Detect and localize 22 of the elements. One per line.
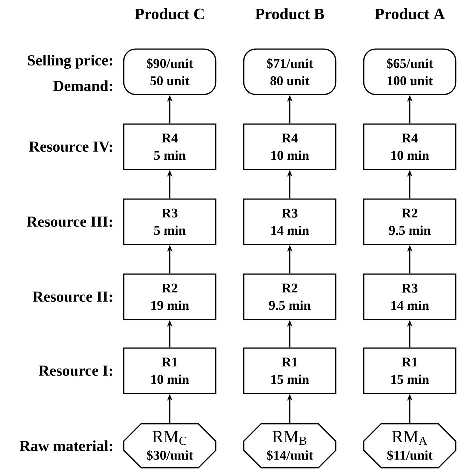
- resource-box: R4 10 min: [363, 124, 457, 170]
- resource-box: R2 9.5 min: [363, 198, 457, 246]
- column-heading: Product A: [375, 8, 446, 20]
- raw-material-hexagon: RM$_{C}$ $30/unit: [123, 423, 217, 469]
- raw-material-hexagon: RM$_{B}$ $14/unit: [243, 423, 337, 469]
- row-label: Demand:: [54, 80, 112, 92]
- demand-box: $90/unit 50 unit: [123, 48, 217, 96]
- column-heading: Product C: [135, 8, 204, 20]
- demand-box: $71/unit 80 unit: [243, 48, 337, 96]
- raw-material-hexagon: RM$_{A}$ $11/unit: [363, 423, 457, 469]
- resource-box: R3 14 min: [243, 198, 337, 246]
- resource-box: R4 10 min: [243, 124, 337, 170]
- resource-box: R3 5 min: [123, 198, 217, 246]
- resource-box: R1 10 min: [123, 348, 217, 394]
- resource-box: R3 14 min: [363, 274, 457, 320]
- resource-box: R1 15 min: [363, 348, 457, 394]
- resource-box: R1 15 min: [243, 348, 337, 394]
- column-heading: Product B: [256, 8, 324, 20]
- resource-box: R4 5 min: [123, 124, 217, 170]
- demand-box: $65/unit 100 unit: [363, 48, 457, 96]
- resource-box: R2 9.5 min: [243, 274, 337, 320]
- resource-box: R2 19 min: [123, 274, 217, 320]
